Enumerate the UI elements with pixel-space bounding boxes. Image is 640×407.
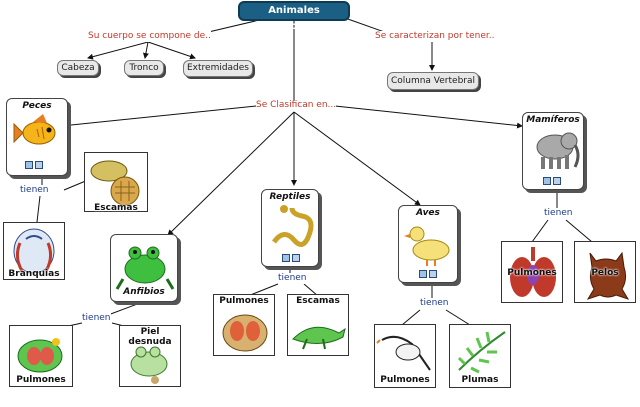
duck-picture: [404, 226, 450, 266]
class-title-peces: Peces: [22, 101, 52, 111]
feature-label: Pulmones: [507, 268, 557, 278]
image-resource-icon[interactable]: [25, 161, 33, 169]
phrase-caracterizan: Se caracterizan por tener..: [375, 31, 495, 42]
fur-hide-picture: [586, 251, 630, 300]
feature-label: Plumas: [461, 375, 499, 385]
phrase-clasifican: Se Clasifican en...: [256, 100, 337, 111]
class-card-anfibios[interactable]: Anfibios: [110, 234, 178, 302]
class-title-mamiferos: Mamíferos: [526, 115, 580, 125]
gills-picture: [13, 228, 55, 274]
feature-label: Branquias: [8, 269, 60, 279]
bird-lungs-picture: [376, 335, 431, 371]
phrase-tienen-aves: tienen: [420, 298, 449, 309]
phrase-tienen-reptiles: tienen: [278, 273, 307, 284]
feature-mamiferos-pulmones[interactable]: Pulmones: [501, 241, 563, 303]
class-card-reptiles[interactable]: Reptiles: [261, 189, 319, 267]
snake-picture: [271, 205, 314, 247]
image-resource-icon[interactable]: [282, 254, 290, 262]
feature-mamiferos-pelos[interactable]: Pelos: [574, 241, 636, 303]
fish-picture: [13, 114, 56, 145]
feature-reptiles-pulmones[interactable]: Pulmones: [213, 294, 275, 356]
class-card-aves[interactable]: Aves: [398, 205, 458, 283]
feature-label: Pulmones: [380, 375, 430, 385]
document-resource-icon[interactable]: [553, 177, 561, 185]
class-title-reptiles: Reptiles: [269, 192, 311, 202]
document-resource-icon[interactable]: [35, 161, 43, 169]
feature-aves-pulmones[interactable]: Pulmones: [374, 324, 436, 388]
feature-peces-branquias[interactable]: Branquias: [3, 222, 65, 280]
feature-label: Pulmones: [16, 375, 66, 385]
document-resource-icon[interactable]: [292, 254, 300, 262]
root-node[interactable]: Animales Vertebrados: [238, 1, 350, 32]
resource-icons[interactable]: [25, 161, 43, 169]
feathers-picture: [457, 331, 506, 374]
phrase-tienen-peces: tienen: [20, 185, 49, 196]
resource-icons[interactable]: [419, 270, 437, 278]
feature-anfibios-pulmones[interactable]: Pulmones: [9, 325, 73, 387]
feature-label: Escamas: [296, 296, 340, 306]
fish-scales-picture: [90, 160, 140, 206]
feature-aves-plumas[interactable]: Plumas: [449, 324, 511, 388]
body-part-tronco[interactable]: Tronco: [124, 60, 164, 76]
body-part-cabeza[interactable]: Cabeza: [57, 60, 99, 76]
image-resource-icon[interactable]: [419, 270, 427, 278]
class-title-anfibios: Anfibios: [123, 287, 165, 297]
phrase-compone: Su cuerpo se compone de..: [88, 31, 211, 42]
feature-label: Piel desnuda: [128, 327, 172, 347]
class-card-mamiferos[interactable]: Mamíferos: [522, 112, 584, 190]
resource-icons[interactable]: [282, 254, 300, 262]
phrase-tienen-anfibios: tienen: [82, 313, 111, 324]
turtle-lungs-picture: [222, 314, 268, 352]
resource-icons[interactable]: [543, 177, 561, 185]
image-resource-icon[interactable]: [543, 177, 551, 185]
feature-peces-escamas[interactable]: Escamas: [84, 152, 148, 213]
naked-skin-frog-picture: [130, 346, 168, 384]
class-title-aves: Aves: [416, 208, 440, 218]
feature-reptiles-escamas[interactable]: Escamas: [287, 294, 349, 356]
phrase-tienen-mamiferos: tienen: [544, 208, 573, 219]
lizard-scales-picture: [292, 326, 346, 350]
body-part-extremidades[interactable]: Extremidades: [183, 60, 253, 77]
frog-picture: [115, 246, 175, 290]
feature-anfibios-piel-desnuda[interactable]: Piel desnuda: [119, 325, 181, 387]
feature-label: Escamas: [94, 203, 138, 213]
frog-lungs-picture: [17, 338, 63, 373]
feature-label: Pelos: [591, 268, 619, 278]
feature-label: Pulmones: [219, 296, 269, 306]
elephant-picture: [536, 132, 580, 169]
characteristic-columna-vertebral[interactable]: Columna Vertebral: [387, 72, 479, 90]
mammal-lungs-picture: [510, 247, 556, 297]
document-resource-icon[interactable]: [429, 270, 437, 278]
class-card-peces[interactable]: Peces: [6, 98, 68, 176]
